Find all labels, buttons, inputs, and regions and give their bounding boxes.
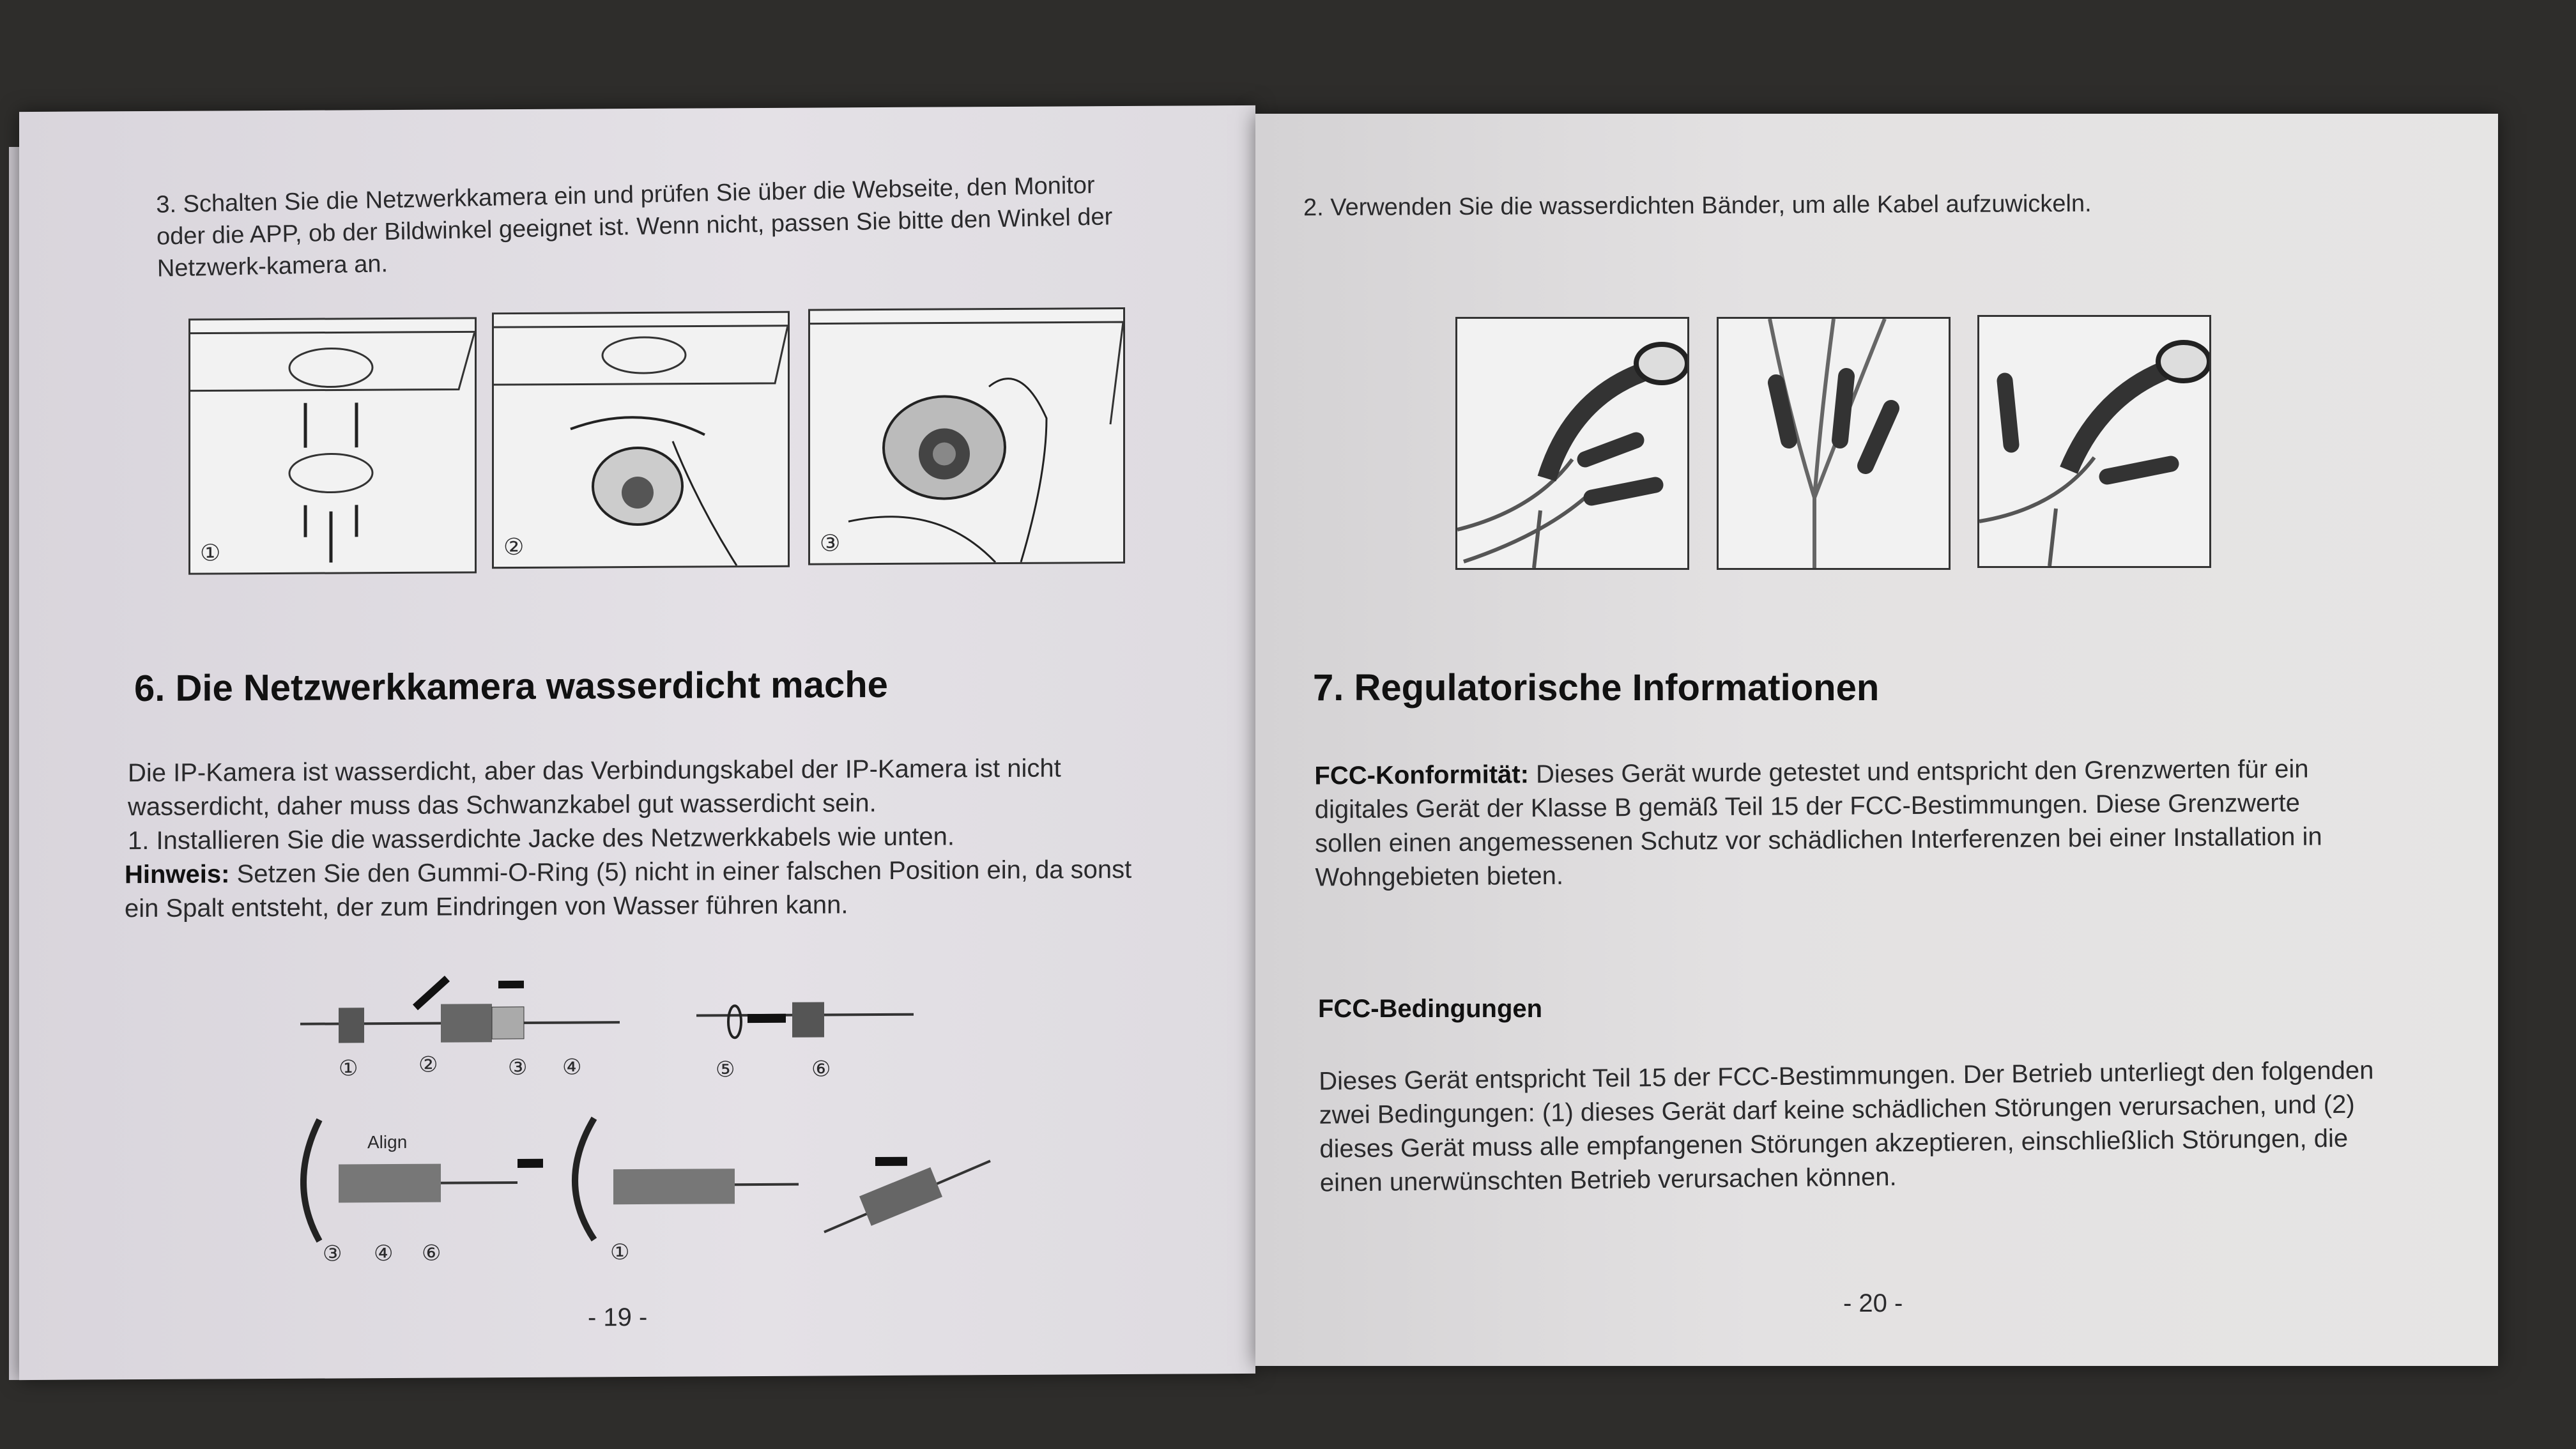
note-label: Hinweis: <box>125 860 230 889</box>
page-number: - 20 - <box>1843 1289 1903 1317</box>
align-label: Align <box>367 1131 408 1153</box>
ceiling-mount-illustration <box>190 330 475 563</box>
dome-camera-adjust-illustration <box>810 321 1123 564</box>
diagram-number: ⑥ <box>811 1057 831 1082</box>
diagram-number: ① <box>339 1056 358 1081</box>
figure-tape-wrap-3 <box>1977 315 2211 568</box>
section-6-paragraph: Die IP-Kamera ist wasserdicht, aber das … <box>128 754 1061 855</box>
figure-label: ① <box>200 539 221 566</box>
fcc-compliance-paragraph: FCC-Konformität: Dieses Gerät wurde gete… <box>1314 752 2322 894</box>
figure-tape-wrap-2 <box>1717 317 1951 570</box>
step-2-text: 2. Verwenden Sie die wasserdichten Bände… <box>1303 190 2092 222</box>
diagram-number: ④ <box>562 1055 582 1080</box>
tape-wrap-illustration <box>1979 340 2209 566</box>
figure-mount-step-1: ① <box>188 317 477 575</box>
fcc-compliance-label: FCC-Konformität: <box>1314 760 1529 790</box>
diagram-number: ④ <box>374 1241 394 1266</box>
note-text: Setzen Sie den Gummi-O-Ring (5) nicht in… <box>125 855 1132 923</box>
section-7-heading: 7. Regulatorische Informationen <box>1313 667 1880 709</box>
diagram-number: ③ <box>323 1241 342 1266</box>
right-page: 2. Verwenden Sie die wasserdichten Bände… <box>1255 114 2498 1366</box>
section-6-heading: 6. Die Netzwerkkamera wasserdicht mache <box>134 663 888 710</box>
tape-wrap-illustration <box>1768 319 1899 568</box>
diagram-number: ② <box>418 1052 438 1077</box>
step-3-text: 3. Schalten Sie die Netzwerkkamera ein u… <box>155 171 1113 282</box>
figure-mount-step-3: ③ <box>808 307 1125 565</box>
fcc-conditions-paragraph: Dieses Gerät entspricht Teil 15 der FCC-… <box>1318 1056 2374 1197</box>
figure-tape-wrap-1 <box>1455 317 1689 570</box>
tape-wrap-illustration <box>1457 342 1687 568</box>
figure-label: ② <box>503 533 525 560</box>
fcc-conditions-heading: FCC-Bedingungen <box>1318 995 1543 1023</box>
diagram-number: ⑥ <box>422 1241 441 1266</box>
page-number: - 19 - <box>588 1303 648 1332</box>
dome-camera-twist-illustration <box>494 325 788 566</box>
figure-mount-step-2: ② <box>492 310 790 569</box>
cable-jacket-diagram <box>300 976 991 1243</box>
note-paragraph: Hinweis: Setzen Sie den Gummi-O-Ring (5)… <box>125 853 1131 926</box>
diagram-number: ⑤ <box>716 1057 735 1082</box>
diagram-number: ③ <box>508 1055 528 1080</box>
figure-label: ③ <box>820 530 841 556</box>
diagram-number: ① <box>610 1240 630 1265</box>
left-page: 3. Schalten Sie die Netzwerkkamera ein u… <box>19 105 1255 1381</box>
